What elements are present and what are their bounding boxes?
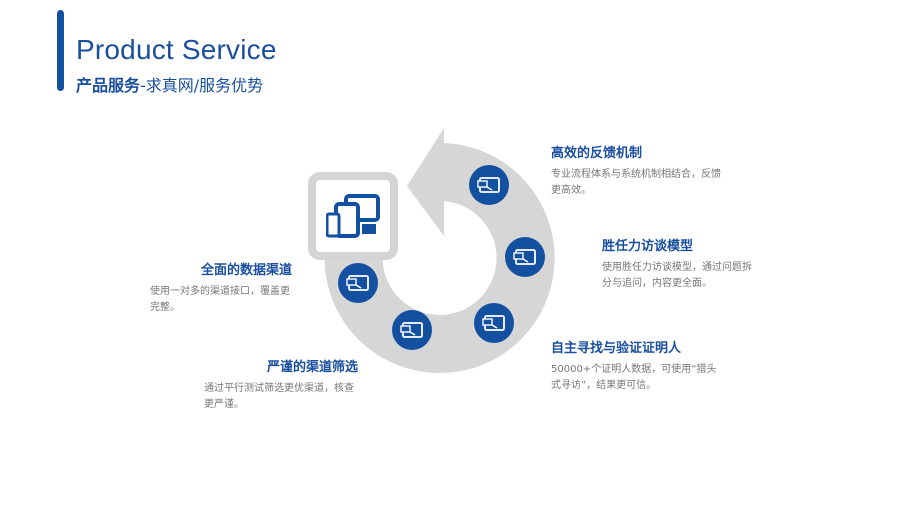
accent-bar: [57, 10, 64, 91]
center-device-box: [308, 172, 398, 260]
tablet-icon: [477, 177, 500, 193]
step-circle-2: [505, 237, 545, 277]
subtitle-rest: -求真网/服务优势: [140, 76, 264, 95]
item-desc: 50000+个证明人数据，可使用“猎头式寻访”，结果更可信。: [551, 364, 717, 391]
item-desc: 通过平行测试筛选更优渠道，核查更严谨。: [204, 383, 354, 410]
tablet-icon: [400, 322, 423, 338]
item-title: 自主寻找与验证证明人: [551, 341, 682, 356]
item-interview-model: 胜任力访谈模型 使用胜任力访谈模型，通过问题拆分与追问，内容更全面。: [602, 235, 752, 292]
step-circle-5: [338, 263, 378, 303]
item-feedback: 高效的反馈机制 专业流程体系与系统机制相结合，反馈更高效。: [551, 142, 721, 199]
item-title: 胜任力访谈模型: [602, 239, 694, 254]
item-references: 自主寻找与验证证明人 50000+个证明人数据，可使用“猎头式寻访”，结果更可信…: [551, 337, 721, 394]
page-subtitle: 产品服务-求真网/服务优势: [76, 72, 263, 96]
page-title: Product Service: [76, 34, 277, 65]
step-circle-4: [392, 310, 432, 350]
step-circle-3: [474, 303, 514, 343]
step-circle-1: [469, 165, 509, 205]
item-desc: 专业流程体系与系统机制相结合，反馈更高效。: [551, 169, 721, 196]
item-title: 严谨的渠道筛选: [266, 360, 358, 375]
tablet-icon: [346, 275, 369, 291]
tablet-icon: [482, 315, 505, 331]
item-title: 高效的反馈机制: [551, 146, 643, 161]
item-channel-screening: 严谨的渠道筛选 通过平行测试筛选更优渠道，核查更严谨。: [204, 356, 358, 413]
item-desc: 使用一对多的渠道接口，覆盖更完整。: [150, 286, 290, 313]
devices-icon: [326, 194, 380, 238]
item-title: 全面的数据渠道: [200, 263, 292, 278]
tablet-icon: [513, 249, 536, 265]
item-data-channels: 全面的数据渠道 使用一对多的渠道接口，覆盖更完整。: [150, 259, 292, 316]
item-desc: 使用胜任力访谈模型，通过问题拆分与追问，内容更全面。: [602, 262, 752, 289]
cycle-arrowhead: [407, 128, 444, 236]
subtitle-bold: 产品服务: [76, 76, 141, 95]
